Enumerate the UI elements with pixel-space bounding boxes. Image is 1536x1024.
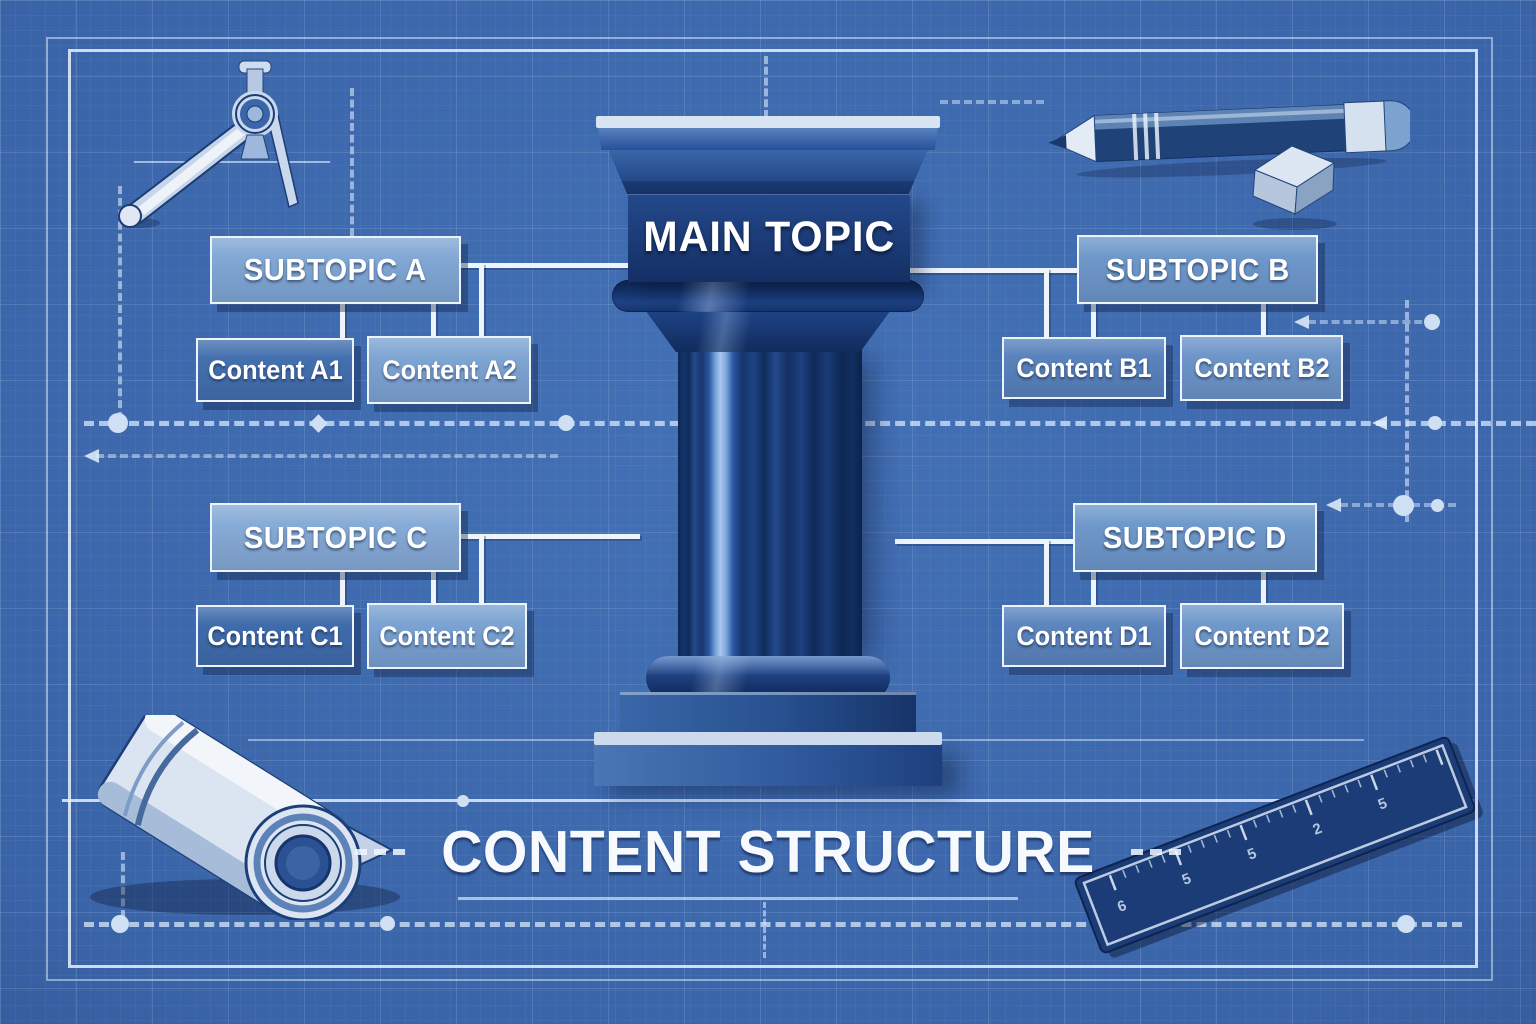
- connector-line: [340, 300, 345, 340]
- content-a1-label: Content A1: [207, 354, 343, 385]
- connector-line: [1091, 300, 1096, 339]
- connector-line: [895, 539, 1080, 544]
- decor-line: [62, 799, 1474, 802]
- decor-dashed-line: [763, 902, 766, 958]
- content-a2-label: Content A2: [381, 354, 517, 385]
- content-d2-label: Content D2: [1194, 620, 1330, 651]
- arrow-icon: [1372, 416, 1387, 430]
- connector-line: [431, 300, 436, 338]
- measure-dot: [457, 795, 469, 807]
- arrow-icon: [1326, 498, 1341, 512]
- subtopic-c-box: SUBTOPIC C: [210, 503, 461, 572]
- content-d1-label: Content D1: [1016, 620, 1152, 651]
- decor-dashed-line: [121, 852, 125, 918]
- measure-line: [1405, 300, 1409, 522]
- subtopic-c-label: SUBTOPIC C: [243, 519, 428, 555]
- drafting-compass-icon: [118, 60, 299, 228]
- eraser-icon: [1252, 145, 1337, 230]
- connector-line: [1044, 268, 1049, 339]
- content-a2-box: Content A2: [367, 336, 531, 404]
- decor-dashed-line: [940, 100, 1044, 104]
- decor-dashed-line: [764, 56, 768, 118]
- measure-dot: [1428, 416, 1442, 430]
- content-b2-label: Content B2: [1193, 352, 1330, 383]
- column-capital-tier: [608, 149, 928, 194]
- measure-line: [96, 454, 558, 458]
- connector-line: [340, 568, 345, 607]
- blueprint-frame-outer: [46, 37, 1493, 981]
- column-base-tier: [620, 692, 916, 738]
- measure-dot: [1397, 915, 1415, 933]
- content-b1-box: Content B1: [1002, 337, 1166, 399]
- decor-line: [134, 161, 330, 163]
- connector-line: [479, 263, 484, 338]
- measure-dot: [1424, 314, 1440, 330]
- arrow-icon: [1294, 315, 1309, 329]
- main-topic-label: MAIN TOPIC: [643, 212, 895, 261]
- decor-line: [458, 897, 1018, 900]
- measure-line: [1308, 320, 1434, 324]
- diagram-title: CONTENT STRUCTURE: [441, 819, 1095, 885]
- content-a1-box: Content A1: [196, 338, 354, 402]
- content-b1-label: Content B1: [1016, 352, 1152, 383]
- column-echinus: [645, 310, 891, 352]
- connector-line: [1261, 300, 1266, 337]
- measure-line: [84, 922, 1462, 927]
- title-dash-left: [355, 849, 406, 855]
- connector-line: [895, 268, 1080, 273]
- diagram-title-row: CONTENT STRUCTURE: [0, 818, 1536, 886]
- connector-line: [479, 534, 484, 605]
- content-d2-box: Content D2: [1180, 603, 1344, 669]
- main-topic-block: MAIN TOPIC: [628, 192, 910, 282]
- content-c1-label: Content C1: [207, 620, 343, 651]
- connector-line: [455, 534, 640, 539]
- blueprint-frame-inner: [68, 49, 1478, 968]
- measure-dot: [380, 916, 395, 931]
- connector-line: [431, 568, 436, 605]
- measure-dot: [558, 415, 574, 431]
- subtopic-b-box: SUBTOPIC B: [1077, 235, 1318, 304]
- measure-dot: [111, 915, 129, 933]
- content-c1-box: Content C1: [196, 605, 354, 667]
- ruler-icon: 6 5 5 2 5: [1074, 736, 1483, 958]
- column-capital-plate: [598, 127, 938, 150]
- column-shaft: [678, 350, 862, 668]
- paper-roll-icon: [90, 715, 400, 920]
- column-plinth: [594, 744, 942, 786]
- content-d1-box: Content D1: [1002, 605, 1166, 667]
- content-b2-box: Content B2: [1180, 335, 1343, 401]
- pencil-icon: [1048, 100, 1410, 178]
- content-c2-box: Content C2: [367, 603, 527, 669]
- content-c2-label: Content C2: [379, 620, 515, 651]
- subtopic-d-label: SUBTOPIC D: [1103, 519, 1287, 555]
- subtopic-b-label: SUBTOPIC B: [1105, 251, 1290, 287]
- measure-dot: [108, 413, 128, 433]
- subtopic-a-label: SUBTOPIC A: [244, 252, 427, 287]
- column-capital-top: [596, 116, 940, 128]
- decor-dashed-line: [118, 186, 122, 420]
- connector-line: [1044, 539, 1049, 607]
- column-plinth-top: [594, 732, 942, 745]
- column-neck: [612, 280, 924, 312]
- connector-line: [455, 263, 640, 268]
- connector-line: [1091, 568, 1096, 607]
- subtopic-a-box: SUBTOPIC A: [210, 236, 461, 304]
- decor-dashed-line: [350, 88, 354, 236]
- title-dash-right: [1130, 849, 1181, 855]
- measure-dot: [1393, 495, 1414, 516]
- subtopic-d-box: SUBTOPIC D: [1073, 503, 1317, 572]
- arrow-icon: [84, 449, 99, 463]
- measure-dot: [1431, 499, 1444, 512]
- connector-line: [1261, 568, 1266, 605]
